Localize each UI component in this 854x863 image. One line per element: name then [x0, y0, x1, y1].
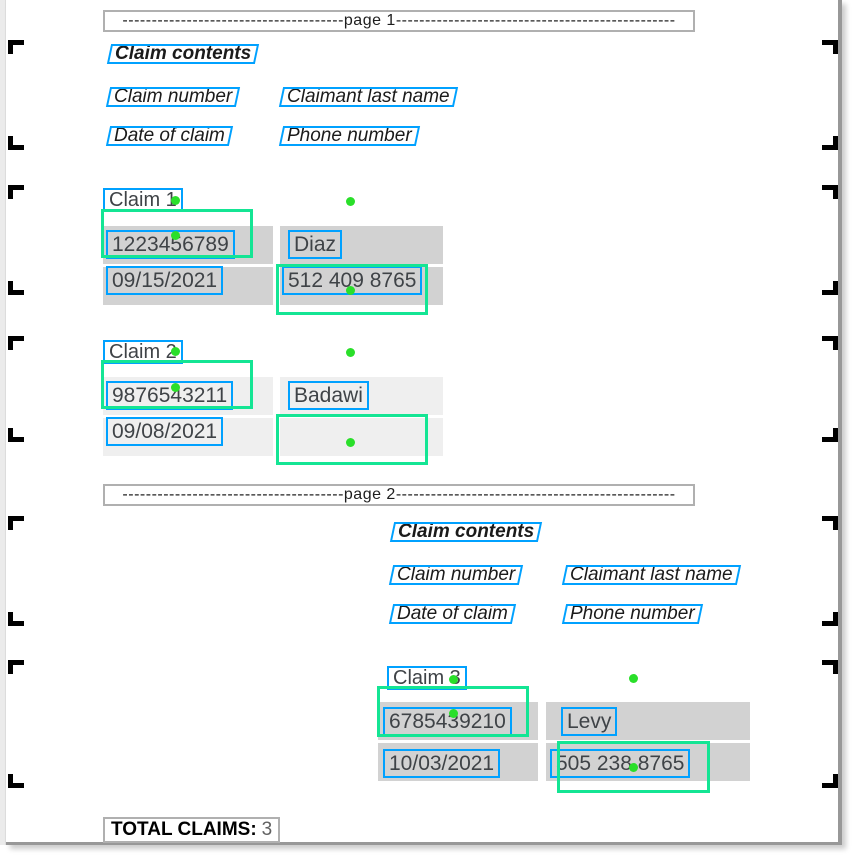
date-value: 10/03/2021 — [383, 749, 501, 778]
claim-contents-text: Claim contents — [398, 521, 535, 542]
claimant-last-name-label-text: Claimant last name — [287, 86, 450, 107]
claim-2-label: Claim 2 — [103, 340, 183, 364]
corner-marker — [822, 428, 838, 442]
claim-number-value: 1223456789 — [106, 230, 235, 259]
total-claims-label: TOTAL CLAIMS: — [111, 819, 257, 840]
last-name-value: Levy — [561, 707, 618, 736]
page-2-divider-text: --------------------------------------pa… — [122, 486, 676, 503]
corner-marker — [8, 281, 24, 295]
corner-marker — [8, 516, 24, 530]
corner-marker — [822, 40, 838, 54]
corner-marker — [822, 516, 838, 530]
tap-point-dot — [346, 197, 355, 206]
date-of-claim-label-text: Date of claim — [397, 603, 508, 624]
corner-marker — [822, 136, 838, 150]
left-gutter-strip — [0, 0, 6, 845]
highlight-box — [101, 360, 253, 409]
corner-marker — [8, 136, 24, 150]
claim-number-label-p1: Claim number — [108, 87, 238, 107]
date-value: 09/15/2021 — [106, 266, 224, 295]
last-name-value: Diaz — [288, 230, 343, 259]
table-cell — [280, 418, 443, 456]
corner-marker — [822, 185, 838, 199]
claim-contents-title-p2: Claim contents — [392, 522, 540, 542]
corner-marker — [8, 612, 24, 626]
corner-marker — [822, 336, 838, 350]
claim-3-label-text: Claim 3 — [393, 667, 461, 689]
phone-value: 505 238 8765 — [550, 749, 691, 778]
corner-marker — [8, 660, 24, 674]
last-name-text: Badawi — [294, 384, 363, 407]
date-text: 09/08/2021 — [112, 420, 218, 443]
claim-number-text: 6785439210 — [389, 710, 506, 733]
highlight-box — [101, 209, 253, 258]
claimant-last-name-label-p1: Claimant last name — [281, 87, 456, 107]
claim-1-label-text: Claim 1 — [109, 189, 177, 211]
corner-marker — [8, 428, 24, 442]
tap-point-dot — [449, 675, 458, 684]
corner-marker — [822, 612, 838, 626]
page-1-divider-text: --------------------------------------pa… — [122, 12, 676, 29]
phone-number-label-text: Phone number — [287, 125, 412, 146]
tap-point-dot — [346, 348, 355, 357]
tap-point-dot — [346, 286, 355, 295]
highlight-box-empty-phone — [276, 414, 428, 465]
total-claims-value: 3 — [261, 819, 273, 840]
tap-point-dot — [171, 196, 180, 205]
tap-point-dot — [449, 709, 458, 718]
claim-number-text: 1223456789 — [112, 233, 229, 256]
date-text: 09/15/2021 — [112, 269, 218, 292]
phone-number-label-p2: Phone number — [564, 604, 701, 624]
date-of-claim-label-p1: Date of claim — [108, 126, 231, 146]
claim-number-value: 9876543211 — [106, 381, 234, 410]
date-text: 10/03/2021 — [389, 752, 495, 775]
corner-marker — [822, 281, 838, 295]
corner-marker — [8, 774, 24, 788]
claimant-last-name-label-text: Claimant last name — [570, 564, 733, 585]
tap-point-dot — [171, 231, 180, 240]
date-value: 09/08/2021 — [106, 417, 224, 446]
corner-marker — [8, 336, 24, 350]
claim-number-label-text: Claim number — [397, 564, 516, 585]
page-1-divider: --------------------------------------pa… — [103, 10, 695, 32]
highlight-box — [276, 264, 428, 315]
tap-point-dot — [346, 438, 355, 447]
corner-marker — [822, 774, 838, 788]
highlight-box — [557, 741, 710, 793]
highlight-box — [377, 686, 529, 737]
table-cell — [103, 267, 273, 305]
claim-3-label: Claim 3 — [387, 666, 467, 690]
corner-marker — [8, 40, 24, 54]
tap-point-dot — [171, 383, 180, 392]
table-cell — [280, 267, 443, 305]
phone-number-label-p1: Phone number — [281, 126, 418, 146]
claim-number-label-p2: Claim number — [391, 565, 521, 585]
corner-marker — [822, 660, 838, 674]
phone-text: 505 238 8765 — [556, 752, 685, 775]
corner-marker — [8, 185, 24, 199]
last-name-text: Levy — [567, 710, 612, 733]
tap-point-dot — [629, 674, 638, 683]
claim-number-text: 9876543211 — [112, 384, 228, 407]
date-of-claim-label-p2: Date of claim — [391, 604, 514, 624]
page-2-divider: --------------------------------------pa… — [103, 484, 695, 506]
phone-text: 512 409 8765 — [288, 269, 417, 292]
claimant-last-name-label-p2: Claimant last name — [564, 565, 739, 585]
tap-point-dot — [171, 347, 180, 356]
last-name-value: Badawi — [288, 381, 369, 410]
claim-contents-title-p1: Claim contents — [109, 44, 257, 64]
table-cell — [103, 418, 273, 456]
last-name-text: Diaz — [294, 233, 337, 256]
date-of-claim-label-text: Date of claim — [114, 125, 225, 146]
phone-number-label-text: Phone number — [570, 603, 695, 624]
total-claims-box: TOTAL CLAIMS:3 — [103, 817, 281, 843]
claim-2-label-text: Claim 2 — [109, 341, 177, 363]
claim-contents-text: Claim contents — [115, 43, 252, 64]
tap-point-dot — [629, 763, 638, 772]
claim-number-label-text: Claim number — [114, 86, 233, 107]
